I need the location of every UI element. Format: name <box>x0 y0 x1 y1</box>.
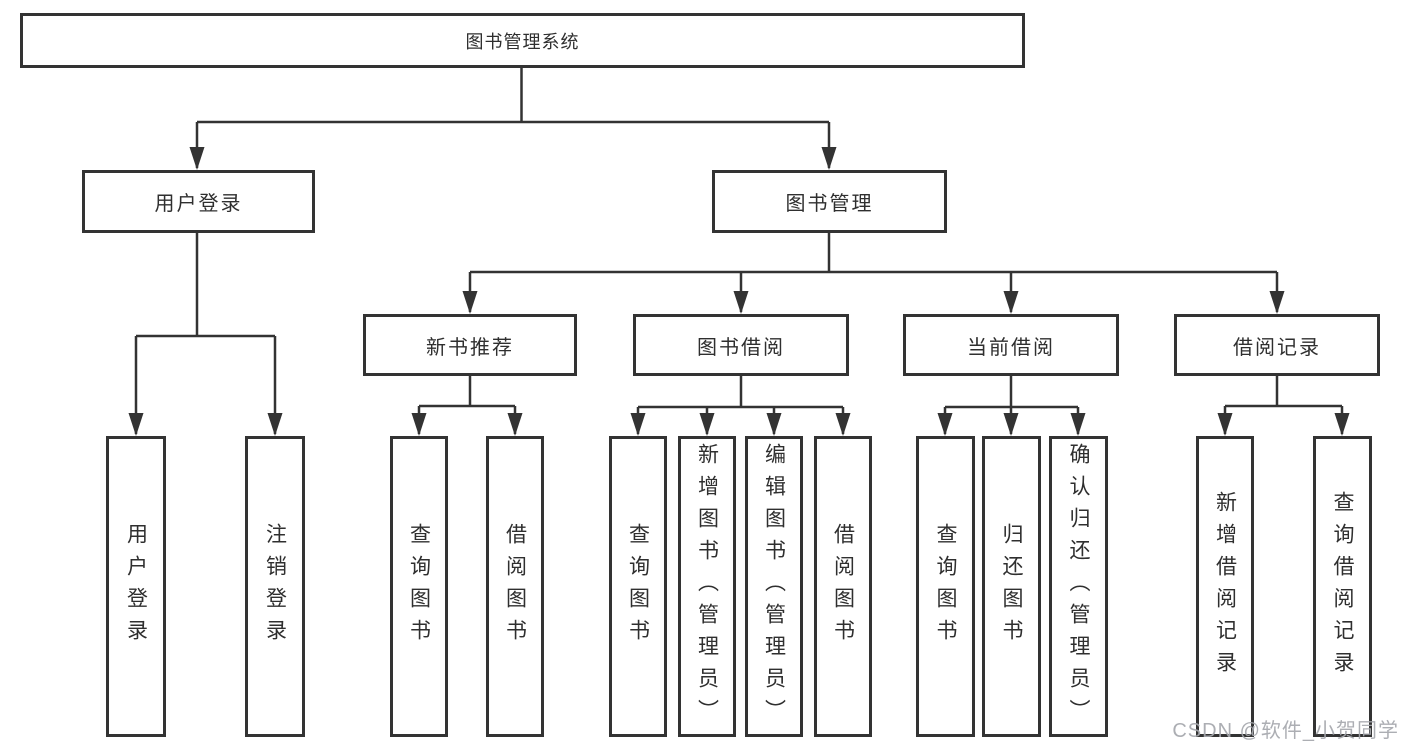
node-borrow-records: 借阅记录 <box>1174 314 1380 376</box>
arrow-down-icon <box>1334 413 1350 436</box>
arrow-down-icon <box>462 291 478 314</box>
arrow-down-icon <box>507 413 523 436</box>
leaf-query-books-recommend: 查询图书 <box>390 436 448 737</box>
leaf-label: 编辑图书（管理员） <box>762 442 786 731</box>
arrow-down-icon <box>411 413 427 436</box>
arrow-down-icon <box>1269 291 1285 314</box>
leaf-logout: 注销登录 <box>245 436 305 737</box>
leaf-query-books-borrow: 查询图书 <box>609 436 667 737</box>
leaf-borrow-books-recommend: 借阅图书 <box>486 436 544 737</box>
node-book-management: 图书管理 <box>712 170 947 233</box>
leaf-return-books: 归还图书 <box>982 436 1041 737</box>
arrow-down-icon <box>189 147 205 170</box>
leaf-label: 借阅图书 <box>503 522 527 651</box>
leaf-label: 查询借阅记录 <box>1331 490 1354 683</box>
arrow-down-icon <box>766 413 782 436</box>
arrow-down-icon <box>1217 413 1233 436</box>
leaf-add-borrow-record: 新增借阅记录 <box>1196 436 1254 737</box>
node-library-management-system: 图书管理系统 <box>20 13 1025 68</box>
leaf-add-book-admin: 新增图书（管理员） <box>678 436 736 737</box>
arrow-down-icon <box>699 413 715 436</box>
leaf-label: 查询图书 <box>407 522 431 651</box>
arrow-down-icon <box>937 413 953 436</box>
arrowheads <box>128 147 1350 436</box>
leaf-label: 查询图书 <box>934 522 957 651</box>
leaf-query-borrow-record: 查询借阅记录 <box>1313 436 1372 737</box>
leaf-query-books-current: 查询图书 <box>916 436 975 737</box>
node-new-book-recommend: 新书推荐 <box>363 314 577 376</box>
leaf-borrow-books: 借阅图书 <box>814 436 872 737</box>
leaf-label: 注销登录 <box>263 522 287 651</box>
leaf-label: 查询图书 <box>626 522 650 651</box>
leaf-label: 用户登录 <box>124 522 148 651</box>
node-current-borrow: 当前借阅 <box>903 314 1119 376</box>
leaf-edit-book-admin: 编辑图书（管理员） <box>745 436 803 737</box>
arrow-down-icon <box>630 413 646 436</box>
leaf-label: 归还图书 <box>1000 522 1023 651</box>
leaf-label: 新增图书（管理员） <box>695 442 719 731</box>
node-user-login: 用户登录 <box>82 170 315 233</box>
leaf-label: 新增借阅记录 <box>1213 490 1237 683</box>
leaf-user-login: 用户登录 <box>106 436 166 737</box>
arrow-down-icon <box>267 413 283 436</box>
arrow-down-icon <box>835 413 851 436</box>
arrow-down-icon <box>821 147 837 170</box>
arrow-down-icon <box>1003 413 1019 436</box>
watermark: CSDN @软件_小贺同学 <box>1172 720 1399 742</box>
leaf-confirm-return-admin: 确认归还（管理员） <box>1049 436 1108 737</box>
arrow-down-icon <box>733 291 749 314</box>
arrow-down-icon <box>128 413 144 436</box>
arrow-down-icon <box>1003 291 1019 314</box>
leaf-label: 确认归还（管理员） <box>1067 442 1090 731</box>
node-book-borrow: 图书借阅 <box>633 314 849 376</box>
leaf-label: 借阅图书 <box>831 522 855 651</box>
arrow-down-icon <box>1070 413 1086 436</box>
